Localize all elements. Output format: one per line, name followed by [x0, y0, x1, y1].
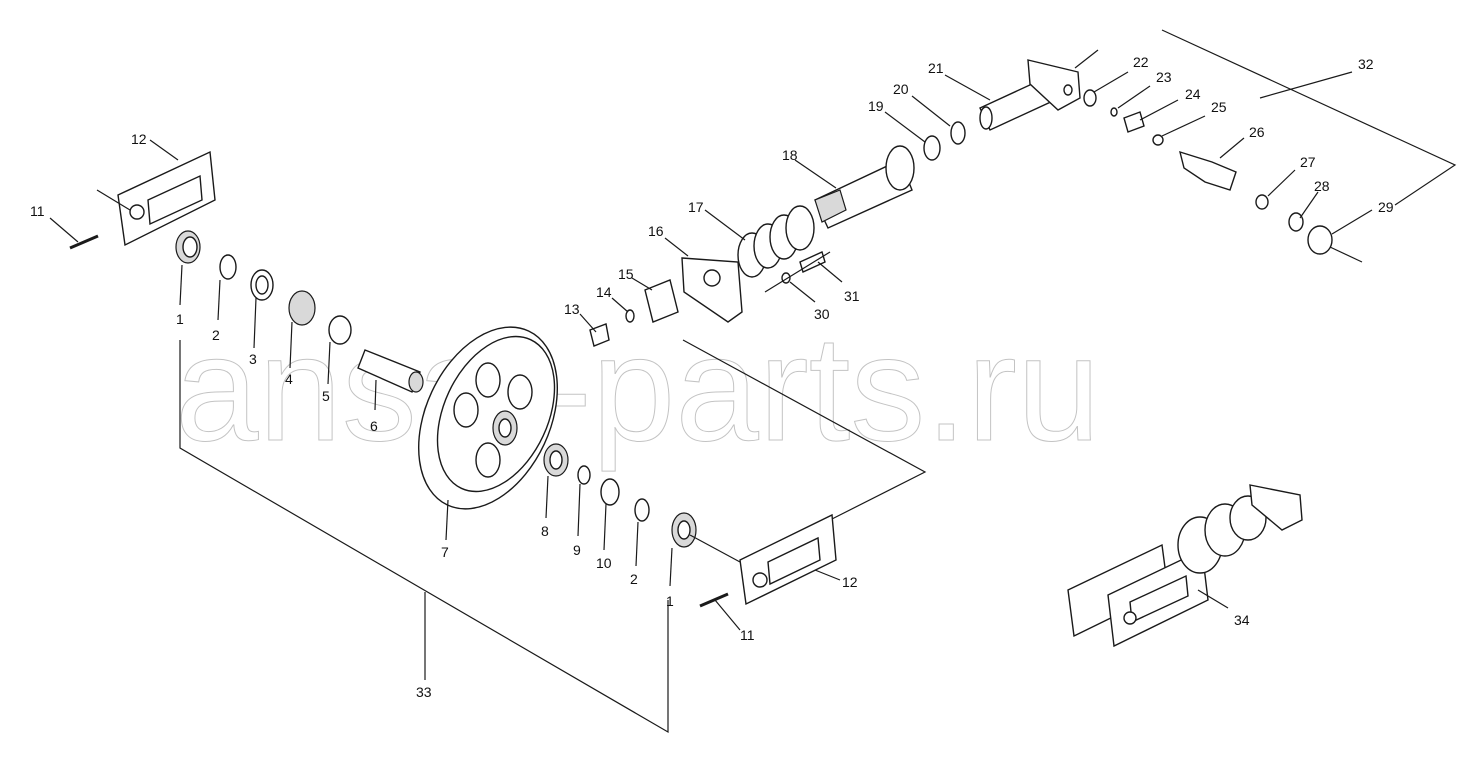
label-31: 31 — [844, 288, 860, 304]
part-labels: 1 2 3 4 5 6 7 8 9 10 2 1 11 12 11 12 13 … — [30, 54, 1394, 700]
parts-19-20 — [923, 121, 966, 161]
label-24: 24 — [1185, 86, 1201, 102]
label-19: 19 — [868, 98, 884, 114]
parts-right-axle — [543, 443, 741, 563]
label-2-left: 2 — [212, 327, 220, 343]
label-1-right: 1 — [666, 593, 674, 609]
label-26: 26 — [1249, 124, 1265, 140]
parts-30-31 — [764, 251, 831, 293]
label-16: 16 — [648, 223, 664, 239]
label-12-lower: 12 — [842, 574, 858, 590]
label-9: 9 — [573, 542, 581, 558]
label-8: 8 — [541, 523, 549, 539]
label-11-upper: 11 — [30, 203, 45, 219]
part-18-cylinder — [814, 145, 915, 229]
label-5: 5 — [322, 388, 330, 404]
part-34-assembled — [1067, 484, 1303, 648]
label-6: 6 — [370, 418, 378, 434]
label-12-upper: 12 — [131, 131, 147, 147]
label-33: 33 — [416, 684, 432, 700]
label-32: 32 — [1358, 56, 1374, 72]
parts-left-axle — [175, 230, 424, 393]
label-17: 17 — [688, 199, 704, 215]
part-21-rod — [979, 49, 1099, 131]
bracket-upper-12 — [682, 339, 927, 521]
label-34: 34 — [1234, 612, 1250, 628]
label-10: 10 — [596, 555, 612, 571]
label-1-left: 1 — [176, 311, 184, 327]
label-23: 23 — [1156, 69, 1172, 85]
label-4: 4 — [285, 371, 293, 387]
part-12-lower-plate — [739, 513, 837, 606]
label-15: 15 — [618, 266, 634, 282]
label-3: 3 — [249, 351, 257, 367]
leader-lines — [49, 71, 1373, 631]
part-11-lower-pin — [699, 592, 729, 608]
label-18: 18 — [782, 147, 798, 163]
bracket-32 — [1161, 29, 1457, 206]
label-7: 7 — [441, 544, 449, 560]
label-20: 20 — [893, 81, 909, 97]
label-22: 22 — [1133, 54, 1149, 70]
parts-22-29 — [1083, 89, 1363, 263]
parts-13-16 — [589, 257, 743, 347]
label-27: 27 — [1300, 154, 1316, 170]
bracket-33 — [179, 340, 669, 734]
label-14: 14 — [596, 284, 612, 300]
part-17-spring — [737, 205, 815, 278]
label-25: 25 — [1211, 99, 1227, 115]
label-11-lower: 11 — [740, 627, 755, 643]
label-29: 29 — [1378, 199, 1394, 215]
leader-32 — [1259, 71, 1353, 99]
label-28: 28 — [1314, 178, 1330, 194]
watermark: ansat-parts.ru — [175, 304, 1100, 472]
part-11-upper-pin — [69, 234, 99, 250]
label-21: 21 — [928, 60, 944, 76]
part-12-upper-plate — [96, 150, 216, 247]
label-30: 30 — [814, 306, 830, 322]
label-2-right: 2 — [630, 571, 638, 587]
label-13: 13 — [564, 301, 580, 317]
